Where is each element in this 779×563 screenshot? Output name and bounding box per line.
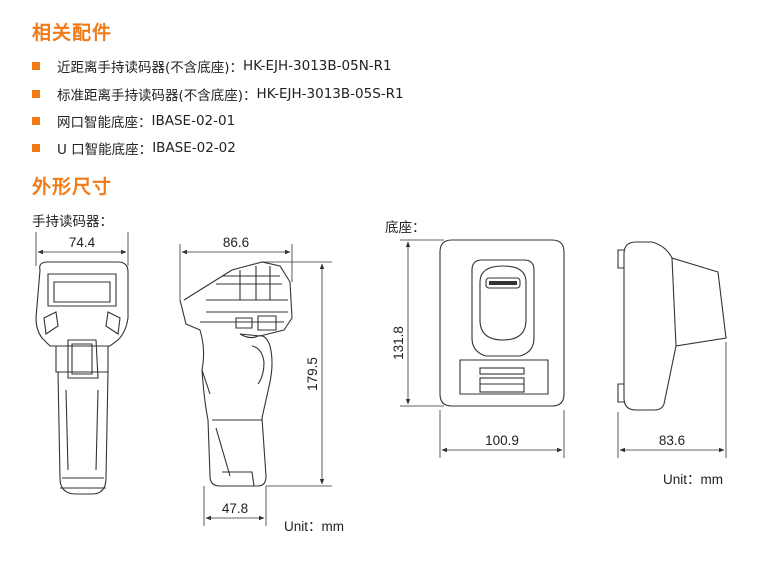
dim-scanner-grip [203, 486, 267, 526]
dimensions-title: 外形尺寸 [32, 176, 113, 198]
accessory-name: U 口智能底座： [57, 142, 153, 158]
accessory-model: HK-EJH-3013B-05N-R1 [243, 58, 392, 74]
bullet-icon [32, 62, 40, 70]
accessory-item: 网口智能底座： IBASE-02-01 [32, 111, 235, 131]
dim-scanner-height-label: 179.5 [305, 357, 320, 391]
accessory-name: 网口智能底座： [57, 115, 152, 131]
dim-base-depth-label: 83.6 [659, 433, 685, 448]
dim-side-depth-label: 86.6 [223, 235, 249, 250]
bullet-icon [32, 90, 40, 98]
accessory-model: IBASE-02-01 [151, 113, 236, 129]
dim-scanner-grip-label: 47.8 [222, 501, 248, 516]
scanner-front-view [35, 261, 129, 495]
accessory-item: 近距离手持读码器(不含底座)： HK-EJH-3013B-05N-R1 [32, 56, 392, 76]
scanner-unit: Unit：mm [284, 519, 344, 534]
dim-base-width [439, 410, 565, 458]
accessory-name: 近距离手持读码器(不含底座)： [57, 60, 244, 76]
scanner-side-view [179, 261, 293, 487]
accessory-name: 标准距离手持读码器(不含底座)： [57, 88, 257, 104]
accessory-item: 标准距离手持读码器(不含底座)： HK-EJH-3013B-05S-R1 [32, 84, 404, 104]
accessory-model: HK-EJH-3013B-05S-R1 [256, 86, 404, 102]
dim-base-height [400, 239, 444, 407]
dim-base-depth [617, 342, 727, 458]
accessories-title: 相关配件 [32, 22, 113, 44]
base-side-view [617, 241, 727, 411]
base-unit: Unit：mm [663, 472, 723, 487]
base-front-view [439, 239, 565, 407]
accessory-item: U 口智能底座： IBASE-02-02 [32, 138, 236, 158]
dim-base-height-label: 131.8 [391, 326, 406, 360]
dim-front-width [35, 232, 129, 266]
dim-base-width-label: 100.9 [485, 433, 519, 448]
dim-front-width-label: 74.4 [69, 235, 96, 250]
accessory-model: IBASE-02-02 [152, 140, 236, 156]
dim-side-depth [179, 244, 293, 300]
scanner-label: 手持读码器： [32, 214, 113, 230]
bullet-icon [32, 144, 40, 152]
base-label: 底座： [385, 220, 426, 236]
bullet-icon [32, 117, 40, 125]
dim-scanner-height [262, 261, 332, 487]
